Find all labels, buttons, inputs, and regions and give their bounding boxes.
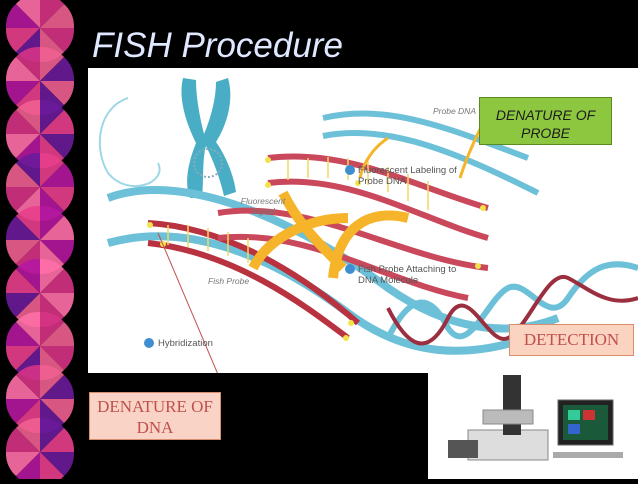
- denature-dna-callout: DENATURE OF DNA: [89, 392, 221, 440]
- decorative-pinwheel-border: [0, 0, 88, 479]
- step1-label: Fluorescent Labeling of Probe DNA: [358, 165, 457, 187]
- detection-callout: DETECTION: [509, 324, 634, 356]
- probe-dna-label: Probe DNA: [433, 106, 476, 116]
- step3-label: Hybridization: [158, 338, 213, 349]
- fish-probe-label: Fish Probe: [208, 276, 250, 286]
- page-title: FISH Procedure: [92, 26, 343, 65]
- fluorescence-microscope-image: [428, 370, 638, 479]
- chromosome-icon: [181, 78, 236, 198]
- microscope-icon: [448, 375, 623, 461]
- step2-label: Fish Probe Attaching to DNA Molecule: [358, 264, 457, 286]
- fluorescent-signal-label: Fluorescent Signal: [240, 196, 286, 216]
- denature-probe-callout: DENATURE OF PROBE: [479, 97, 612, 145]
